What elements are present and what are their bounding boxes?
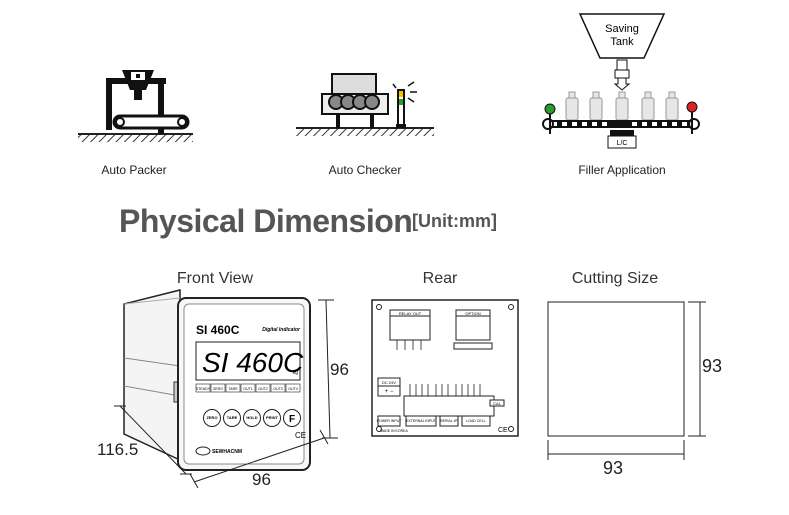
front-key-f[interactable] bbox=[283, 409, 301, 427]
status-lamp bbox=[285, 383, 301, 393]
rear-made-label: MADE IN KOREA bbox=[380, 429, 408, 433]
status-lamp bbox=[210, 383, 226, 393]
auto-packer-label: Auto Packer bbox=[101, 163, 167, 177]
front-brand: SI 460C bbox=[196, 323, 240, 337]
filler-application-label: Filler Application bbox=[578, 163, 666, 177]
rear-external-label: EXTERNAL INPUT bbox=[406, 419, 437, 423]
rear-dc-label: DC 24V bbox=[382, 380, 396, 385]
front-display-unit: kg bbox=[293, 370, 299, 376]
filler-application-illustration: Saving Tank L/C bbox=[542, 13, 700, 149]
front-key-label: F bbox=[289, 414, 295, 425]
rear-ce-mark: CE bbox=[498, 427, 508, 434]
status-lamp bbox=[270, 383, 286, 393]
front-display: SI 460C bbox=[202, 347, 304, 378]
front-key-tare[interactable] bbox=[223, 409, 241, 427]
section-title: Physical Dimension bbox=[119, 203, 413, 239]
status-lamp-label: OUT3 bbox=[273, 387, 283, 391]
section-unit: [Unit:mm] bbox=[412, 211, 497, 231]
status-lamp bbox=[195, 383, 211, 393]
front-key-print[interactable] bbox=[263, 409, 281, 427]
front-key-label: TARE bbox=[227, 415, 238, 420]
tank-label-line2: Tank bbox=[610, 36, 634, 48]
load-cell-label: L/C bbox=[617, 140, 628, 147]
tank-label-line1: Saving bbox=[605, 23, 639, 35]
status-lamp-label: OUT1 bbox=[243, 387, 253, 391]
front-depth-dimension: 116.5 bbox=[97, 440, 139, 459]
status-lamp-label: TARE bbox=[228, 387, 238, 391]
rear-relay-label: RELAY OUT bbox=[399, 311, 422, 316]
cutting-height-dimension: 93 bbox=[702, 356, 723, 376]
front-view-drawing: SI 460C Digital Indicator SI 460C kg STE… bbox=[114, 289, 338, 489]
front-logo: SEWHACNM bbox=[212, 449, 242, 455]
rear-view-drawing: RELAY OUT OPTION DC 24V + − CAL POWER IN… bbox=[371, 299, 519, 437]
rear-option-label: OPTION bbox=[465, 311, 480, 316]
front-key-hold[interactable] bbox=[243, 409, 261, 427]
front-width-dimension: 96 bbox=[252, 470, 271, 489]
front-subtitle: Digital Indicator bbox=[262, 327, 301, 333]
front-key-label: HOLD bbox=[246, 415, 257, 420]
status-lamp-label: OUT4 bbox=[288, 387, 298, 391]
status-lamp-label: STEADY bbox=[196, 387, 211, 391]
auto-packer-illustration bbox=[78, 70, 193, 142]
rear-cal-label: CAL bbox=[493, 401, 502, 406]
front-ce-mark: CE bbox=[295, 431, 306, 440]
rear-view-title: Rear bbox=[422, 270, 458, 287]
auto-checker-label: Auto Checker bbox=[328, 163, 402, 177]
rear-polarity-label: + − bbox=[385, 389, 394, 395]
rear-loadcell-label: LOAD CELL bbox=[466, 419, 485, 423]
front-key-label: PRINT bbox=[266, 415, 279, 420]
front-key-label: ZERO bbox=[206, 415, 217, 420]
front-view-title: Front View bbox=[176, 270, 254, 287]
rear-power-label: POWER INPUT bbox=[377, 419, 403, 423]
status-lamp bbox=[225, 383, 241, 393]
cutting-size-drawing bbox=[547, 301, 706, 460]
status-lamp bbox=[240, 383, 256, 393]
auto-checker-illustration bbox=[296, 73, 434, 136]
cutting-width-dimension: 93 bbox=[603, 458, 624, 478]
front-button-row: ZERO TARE HOLD PRINT F bbox=[203, 409, 301, 427]
front-height-dimension: 96 bbox=[330, 360, 349, 379]
status-lamp bbox=[255, 383, 271, 393]
status-lamp-label: OUT2 bbox=[258, 387, 268, 391]
cutting-size-title: Cutting Size bbox=[571, 270, 659, 287]
rear-serial-label: SERIAL I/F bbox=[440, 419, 457, 423]
front-key-zero[interactable] bbox=[203, 409, 221, 427]
status-lamp-label: ZERO bbox=[213, 387, 223, 391]
